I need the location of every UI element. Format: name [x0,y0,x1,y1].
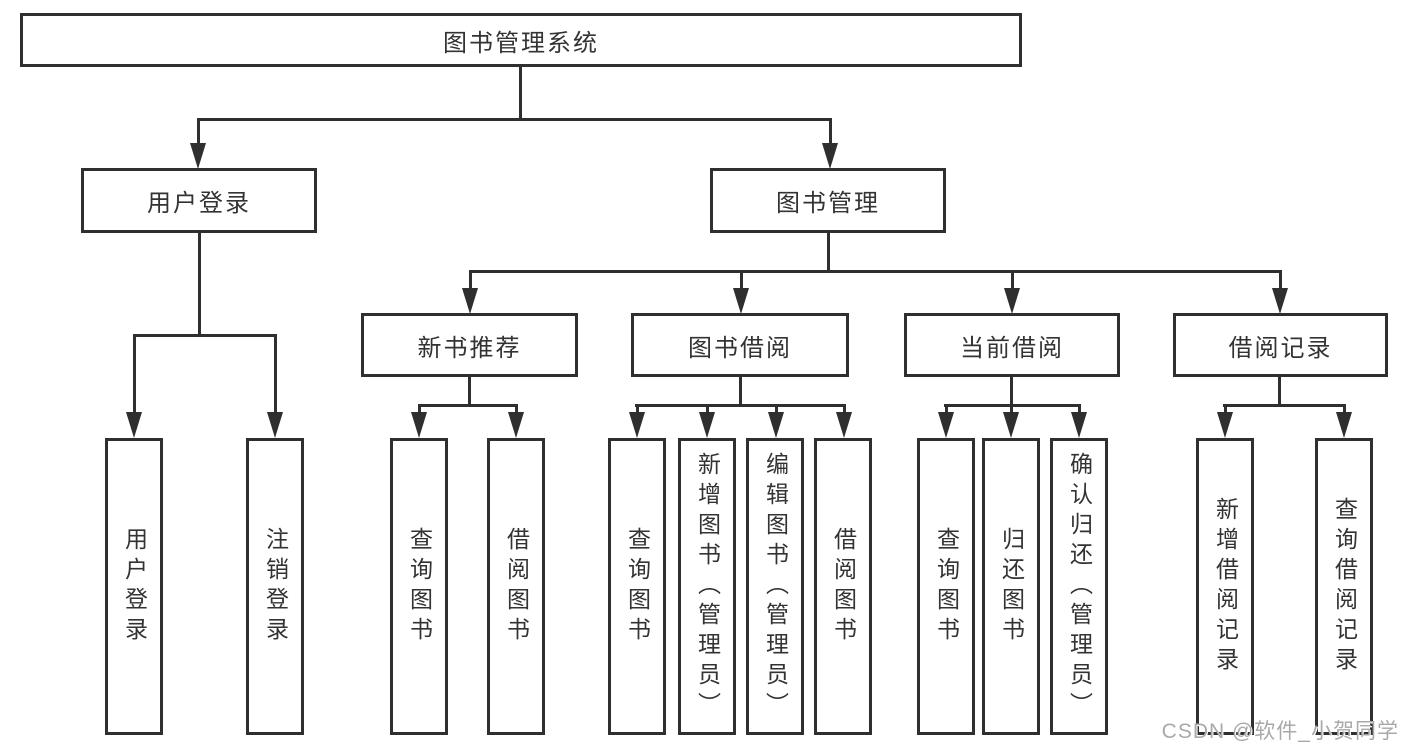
node-label: 注销登录 [262,526,289,647]
connector-rail [1223,404,1346,407]
arrow-down-icon [508,412,524,438]
arrow-down-icon [411,412,427,438]
connector-stem [1278,377,1281,406]
connector-root-stem [519,67,522,120]
connector-drop [133,334,136,414]
node-label: 归还图书 [998,526,1025,647]
leaf-confirm-return-admin: 确认归还（管理员） [1050,438,1108,735]
node-label: 借阅图书 [830,526,857,647]
connector-drop [775,404,778,416]
connector-drop [1010,404,1013,416]
arrow-down-icon [836,412,852,438]
connector-user-login-rail [133,334,277,337]
node-label: 用户登录 [121,526,148,647]
arrow-down-icon [822,143,838,169]
leaf-user-login: 用户登录 [105,438,163,735]
node-label: 查询图书 [624,526,651,647]
connector-drop [706,404,709,416]
arrow-down-icon [938,412,954,438]
connector-stem [468,377,471,406]
arrow-down-icon [629,412,645,438]
connector-drop [1343,404,1346,416]
node-label: 新增图书（管理员） [694,451,721,722]
node-book-borrowing: 图书借阅 [631,313,849,377]
connector-drop [1279,270,1282,290]
connector-book-management-drop [829,118,832,146]
node-label: 编辑图书（管理员） [762,451,789,722]
arrow-down-icon [267,412,283,438]
node-label: 新增借阅记录 [1212,496,1239,677]
csdn-watermark: CSDN @软件_小贺同学 [1161,720,1399,743]
connector-book-management-stem [827,233,830,272]
connector-stem [739,377,742,406]
connector-drop [636,404,639,416]
node-book-management: 图书管理 [710,168,946,233]
arrow-down-icon [1003,412,1019,438]
connector-drop [740,270,743,290]
node-label: 图书管理系统 [443,29,599,57]
arrow-down-icon [768,412,784,438]
leaf-edit-books-admin: 编辑图书（管理员） [746,438,804,735]
node-label: 借阅记录 [1228,334,1333,362]
node-label: 查询图书 [933,526,960,647]
leaf-add-borrow-record: 新增借阅记录 [1196,438,1254,735]
arrow-down-icon [733,288,749,314]
node-user-login: 用户登录 [81,168,317,233]
node-label: 图书管理 [776,190,880,217]
node-label: 图书借阅 [688,334,792,362]
leaf-return-books: 归还图书 [982,438,1040,735]
arrow-down-icon [190,143,206,169]
arrow-down-icon [699,412,715,438]
leaf-add-books-admin: 新增图书（管理员） [678,438,736,735]
leaf-borrow-books-2: 借阅图书 [814,438,872,735]
connector-root-rail [197,118,831,121]
connector-drop [418,404,421,416]
arrow-down-icon [126,412,142,438]
node-label: 借阅图书 [503,526,530,647]
arrow-down-icon [462,288,478,314]
connector-user-login-drop [197,118,200,146]
arrow-down-icon [1071,412,1087,438]
connector-drop [843,404,846,416]
node-label: 查询借阅记录 [1331,496,1358,677]
connector-drop [469,270,472,290]
connector-drop [274,334,277,414]
node-label: 当前借阅 [960,334,1064,362]
leaf-borrow-books-1: 借阅图书 [487,438,545,735]
leaf-query-books-2: 查询图书 [608,438,666,735]
node-label: 用户登录 [147,190,251,217]
arrow-down-icon [1217,412,1233,438]
connector-drop [945,404,948,416]
connector-stem [1010,377,1013,406]
connector-user-login-stem [198,233,201,336]
node-borrowing-records: 借阅记录 [1173,313,1388,377]
connector-rail [635,404,846,407]
node-label: 新书推荐 [417,334,522,362]
connector-drop [515,404,518,416]
leaf-query-books-3: 查询图书 [917,438,975,735]
node-new-book-recommendation: 新书推荐 [361,313,578,377]
connector-book-management-rail [469,270,1282,273]
leaf-query-books-1: 查询图书 [390,438,448,735]
arrow-down-icon [1272,288,1288,314]
arrow-down-icon [1004,288,1020,314]
node-current-borrowing: 当前借阅 [904,313,1120,377]
node-library-management-system: 图书管理系统 [20,13,1022,67]
connector-drop [1224,404,1227,416]
arrow-down-icon [1336,412,1352,438]
leaf-query-borrow-record: 查询借阅记录 [1315,438,1373,735]
connector-rail [418,404,518,407]
node-label: 查询图书 [406,526,433,647]
node-label: 确认归还（管理员） [1066,451,1093,722]
connector-drop [1011,270,1014,290]
leaf-logout: 注销登录 [246,438,304,735]
connector-drop [1078,404,1081,416]
